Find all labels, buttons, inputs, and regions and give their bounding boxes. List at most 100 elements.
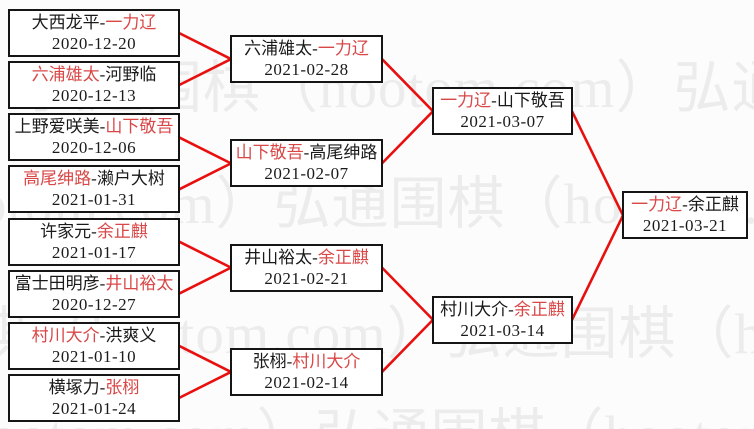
player-name-winner: 余正麒 (513, 299, 565, 319)
player-separator: - (99, 325, 106, 345)
connector-line (570, 214, 625, 321)
match-players: 一力辽-山下敬吾 (440, 90, 565, 111)
player-name: 大西龙平 (31, 13, 100, 32)
match-players: 六浦雄太-河野临 (32, 64, 157, 85)
match-date: 2021-03-07 (460, 112, 545, 132)
match-players: 井山裕太-余正麒 (244, 247, 369, 268)
player-separator: - (303, 143, 310, 163)
connector-line (570, 110, 625, 217)
player-separator: - (91, 221, 97, 241)
player-name: 洪爽义 (105, 325, 157, 345)
match-players: 村川大介-余正麒 (440, 299, 565, 320)
match-players: 横塚力-张栩 (49, 377, 140, 398)
player-separator: - (99, 65, 106, 85)
player-separator: - (312, 39, 318, 59)
connector-line (381, 110, 434, 165)
match-players: 许家元-余正麒 (40, 221, 148, 242)
player-name: 张栩 (252, 351, 287, 371)
match-date: 2021-02-21 (264, 268, 349, 288)
player-separator: - (491, 91, 497, 111)
match-players: 富士田明彦-井山裕太 (15, 273, 174, 294)
player-separator: - (99, 117, 106, 137)
match-players: 六浦雄太-一力辽 (244, 38, 369, 59)
player-name-winner: 余正麒 (317, 247, 369, 267)
match-date: 2021-02-28 (264, 60, 349, 80)
match-players: 大西龙平-一力辽 (32, 12, 157, 33)
player-separator: - (508, 299, 514, 319)
connector-line (178, 370, 232, 400)
match-date: 2020-12-27 (51, 294, 137, 314)
player-name: 河野临 (105, 65, 157, 85)
player-name-winner: 村川大介 (31, 325, 100, 345)
player-name-winner: 一力辽 (105, 13, 157, 32)
match-date: 2020-12-06 (51, 138, 137, 158)
player-name-winner: 山下敬吾 (105, 117, 174, 137)
player-name-winner: 井山裕太 (105, 273, 174, 293)
match-players: 高尾绅路-濑户大树 (23, 168, 165, 189)
player-separator: - (91, 169, 97, 189)
match-date: 2020-12-13 (51, 86, 137, 106)
match-players: 山下敬吾-高尾绅路 (236, 142, 378, 163)
player-separator: - (682, 195, 688, 215)
player-name-winner: 一力辽 (440, 91, 492, 111)
player-separator: - (99, 13, 106, 32)
match-date: 2021-03-21 (642, 216, 728, 236)
player-name: 许家元 (40, 221, 92, 241)
player-name-winner: 山下敬吾 (235, 143, 304, 163)
match-date: 2021-02-07 (264, 164, 349, 184)
match-date: 2021-01-24 (51, 398, 137, 418)
connector-line (178, 31, 232, 61)
player-name: 高尾绅路 (309, 143, 378, 163)
connector-line (178, 344, 232, 374)
match-date: 2021-01-10 (51, 346, 137, 366)
player-name: 六浦雄太 (244, 39, 313, 59)
connector-line (381, 58, 434, 113)
connector-line (178, 136, 232, 165)
player-name: 横塚力 (48, 377, 100, 397)
match-players: 张栩-村川大介 (253, 351, 361, 372)
player-separator: - (99, 377, 106, 397)
player-name: 富士田明彦 (14, 273, 100, 293)
player-name: 山下敬吾 (496, 91, 565, 111)
connector-line (381, 266, 434, 321)
player-name-winner: 余正麒 (96, 221, 148, 241)
player-name-winner: 一力辽 (317, 39, 369, 59)
match-date: 2020-12-20 (51, 34, 137, 53)
player-name-winner: 高尾绅路 (23, 169, 92, 189)
player-name: 上野爱咲美 (14, 117, 100, 137)
player-name-winner: 张栩 (105, 377, 140, 397)
player-separator: - (312, 247, 318, 267)
player-name-winner: 一力辽 (631, 195, 683, 215)
connector-line (178, 240, 232, 269)
player-separator: - (99, 273, 106, 293)
connector-line (178, 162, 232, 191)
match-date: 2021-01-31 (51, 190, 137, 210)
player-name-winner: 六浦雄太 (31, 65, 100, 85)
match-players: 村川大介-洪爽义 (32, 325, 157, 346)
player-name: 余正麒 (687, 195, 739, 215)
match-date: 2021-02-14 (264, 372, 349, 392)
player-name: 村川大介 (440, 299, 509, 319)
connector-line (178, 266, 232, 295)
match-players: 一力辽-余正麒 (631, 194, 739, 215)
player-separator: - (286, 351, 293, 371)
player-name: 濑户大树 (96, 169, 165, 189)
player-name: 井山裕太 (244, 247, 313, 267)
connector-line (381, 318, 434, 373)
